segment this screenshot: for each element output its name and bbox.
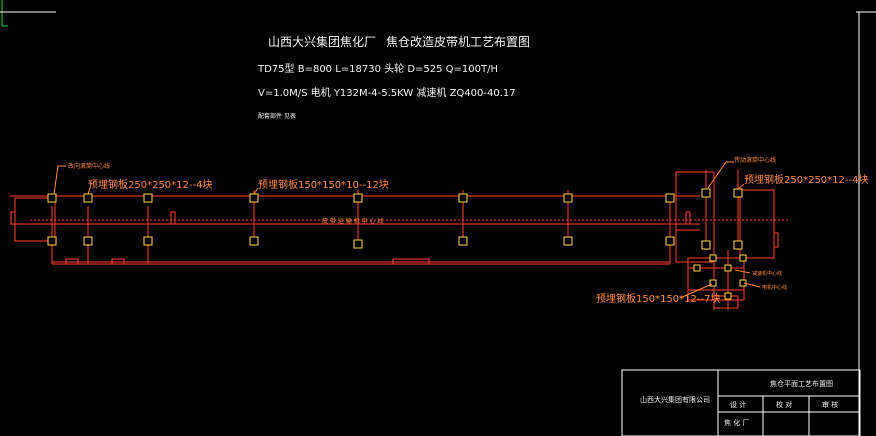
- anchor-plate: [353, 193, 363, 203]
- anchor-plates: [47, 188, 747, 300]
- anchor-plate: [693, 264, 701, 272]
- anchor-plate: [83, 236, 93, 246]
- title-block-drawing-title: 焦仓平面工艺布置图: [770, 379, 833, 388]
- anchor-plate: [249, 236, 259, 246]
- anchor-plate: [665, 236, 675, 246]
- title-block: [621, 369, 861, 436]
- anchor-plate: [701, 188, 711, 198]
- label-mid-embed: 预埋钢板150*150*10--12块: [258, 178, 389, 191]
- label-motor-center: 电机中心线: [762, 284, 787, 291]
- label-left-drum-center: 改向滚筒中心线: [68, 162, 110, 170]
- title-company: 山西大兴集团焦化厂: [268, 34, 376, 49]
- anchor-plate: [249, 193, 259, 203]
- anchor-plate: [709, 279, 717, 287]
- anchor-plate: [353, 239, 363, 249]
- spec-line-2: V=1.0M/S 电机 Y132M-4-5.5KW 减速机 ZQ400-40.1…: [258, 86, 516, 99]
- anchor-plate: [701, 240, 711, 250]
- anchor-plate: [83, 193, 93, 203]
- anchor-plate: [724, 264, 732, 272]
- label-right-embed: 预埋钢板250*250*12--4块: [744, 173, 868, 186]
- label-right-drum-center: 传动滚筒中心线: [734, 156, 776, 164]
- anchor-plate: [143, 236, 153, 246]
- anchor-plate: [733, 240, 743, 250]
- title-block-check: 校 对: [776, 400, 792, 409]
- spec-line-3: 配套部件 见表: [258, 112, 296, 120]
- anchor-plate: [563, 193, 573, 203]
- anchor-plate: [563, 236, 573, 246]
- title-drawing: 焦仓改造皮带机工艺布置图: [386, 35, 530, 49]
- anchor-plate: [724, 292, 732, 300]
- anchor-plate: [458, 193, 468, 203]
- anchor-plate: [709, 254, 717, 262]
- label-reducer-center: 减速机中心线: [752, 270, 782, 277]
- ucs-icon: [1, 0, 8, 27]
- title-block-dept: 焦 化 厂: [724, 418, 749, 427]
- anchor-plate: [733, 188, 743, 198]
- leader-lines: [53, 161, 761, 299]
- anchor-plate: [47, 193, 57, 203]
- anchor-plate: [143, 193, 153, 203]
- anchor-plate: [739, 254, 747, 262]
- anchor-plate: [458, 236, 468, 246]
- anchor-plate: [47, 236, 57, 246]
- anchor-plate: [665, 193, 675, 203]
- label-left-embed: 预埋钢板250*250*12--4块: [88, 178, 212, 191]
- title-block-design: 设 计: [730, 400, 746, 409]
- title-block-company: 山西大兴集团有限公司: [640, 395, 710, 404]
- spec-line-1: TD75型 B=800 L=18730 头轮 D=525 Q=100T/H: [257, 62, 498, 75]
- belt-centerline-label: 皮 带 运 输 机 中 心 线: [322, 217, 383, 225]
- title-block-review: 审 核: [822, 400, 838, 409]
- label-bottom-embed: 预埋钢板150*150*12--7块: [596, 292, 720, 305]
